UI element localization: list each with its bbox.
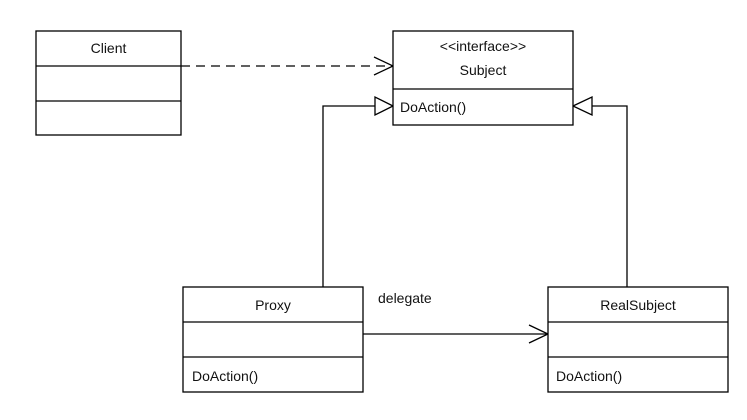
realization-realsubject-subject: [571, 95, 628, 287]
class-proxy[interactable]: Proxy DoAction(): [182, 286, 364, 393]
class-box: [392, 30, 574, 126]
class-box: [547, 286, 729, 393]
class-realsubject[interactable]: RealSubject DoAction(): [547, 286, 729, 393]
class-subject[interactable]: <<interface>> Subject DoAction(): [392, 30, 574, 126]
class-stereotype: <<interface>>: [440, 38, 526, 54]
class-name: Subject: [460, 62, 507, 78]
realization-line: [322, 105, 375, 287]
association-label: delegate: [378, 290, 432, 306]
class-operation: DoAction(): [400, 99, 466, 115]
class-box: [182, 286, 364, 393]
realization-proxy-subject: [322, 95, 395, 287]
hollow-triangle-arrowhead: [374, 95, 395, 117]
class-operation: DoAction(): [192, 368, 258, 384]
class-name: RealSubject: [600, 297, 676, 313]
association-proxy-realsubject: delegate: [363, 290, 550, 344]
class-operation: DoAction(): [556, 368, 622, 384]
class-client[interactable]: Client: [35, 30, 182, 136]
realization-line: [592, 105, 628, 287]
class-box: [35, 30, 182, 136]
hollow-triangle-arrowhead: [571, 95, 593, 117]
dependency-client-subject: [181, 56, 395, 76]
class-name: Client: [91, 40, 127, 56]
class-name: Proxy: [255, 297, 291, 313]
